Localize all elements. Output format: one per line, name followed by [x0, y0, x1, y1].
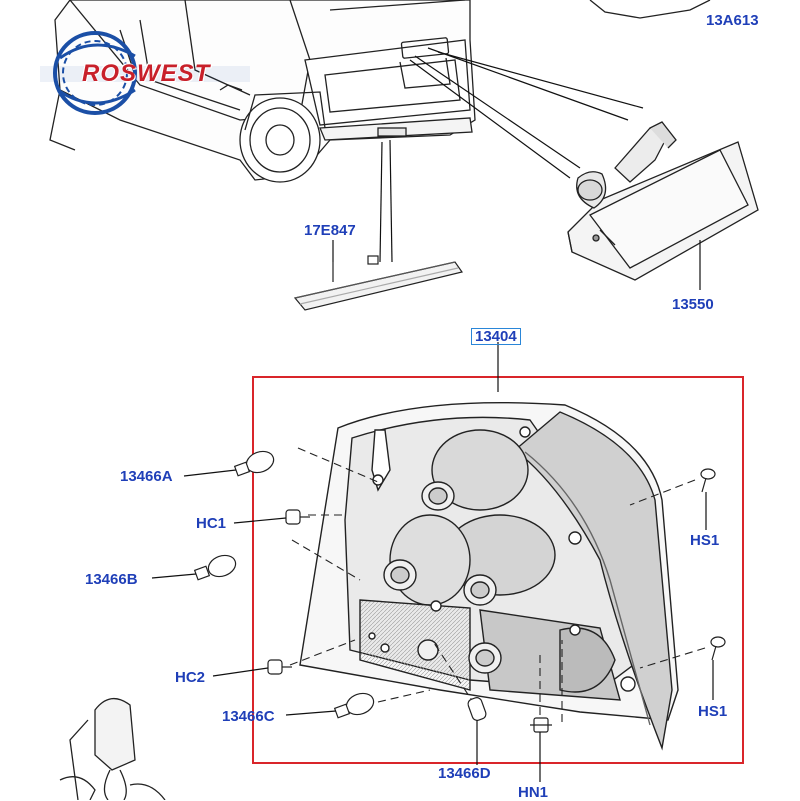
clip-hc2 — [267, 659, 292, 675]
leader-lines-vehicle — [379, 47, 644, 263]
label-13550[interactable]: 13550 — [672, 296, 714, 313]
tail-lamp-assembly-13404 — [299, 401, 679, 751]
label-13404[interactable]: 13404 — [471, 328, 521, 345]
bulb-13466b — [193, 554, 237, 581]
bulb-13466a — [233, 450, 275, 477]
bulb-13466d — [467, 697, 487, 721]
vehicle-rear-illustration — [49, 0, 476, 183]
clip-hc1 — [285, 509, 310, 525]
label-hc1[interactable]: HC1 — [196, 515, 227, 532]
watermark-logo: ROSWEST — [40, 28, 250, 118]
label-13a613[interactable]: 13A613 — [706, 12, 759, 29]
logo-brand-text: ROSWEST — [82, 60, 211, 87]
label-hn1[interactable]: HN1 — [518, 784, 549, 801]
label-hc2[interactable]: HC2 — [175, 669, 206, 686]
screw-hs1-upper — [700, 468, 716, 493]
assembly-leader-lines — [289, 447, 706, 722]
license-lamp-13550 — [567, 121, 759, 281]
label-13466c[interactable]: 13466C — [222, 708, 275, 725]
part-13a613-illustration — [589, 0, 711, 19]
nut-hn1 — [530, 717, 552, 733]
reflector-strip-17e847 — [293, 255, 463, 311]
label-13466a[interactable]: 13466A — [120, 468, 173, 485]
bulb-13466c — [333, 692, 375, 719]
label-hs1-lower[interactable]: HS1 — [698, 703, 728, 720]
logo-ring-icon — [40, 31, 250, 115]
screw-hs1-lower — [710, 636, 726, 661]
wiring-harness — [59, 698, 166, 800]
label-hs1-upper[interactable]: HS1 — [690, 532, 720, 549]
part-label-leaders — [151, 469, 714, 782]
label-13466b[interactable]: 13466B — [85, 571, 138, 588]
label-17e847[interactable]: 17E847 — [304, 222, 356, 239]
label-13466d[interactable]: 13466D — [438, 765, 491, 782]
